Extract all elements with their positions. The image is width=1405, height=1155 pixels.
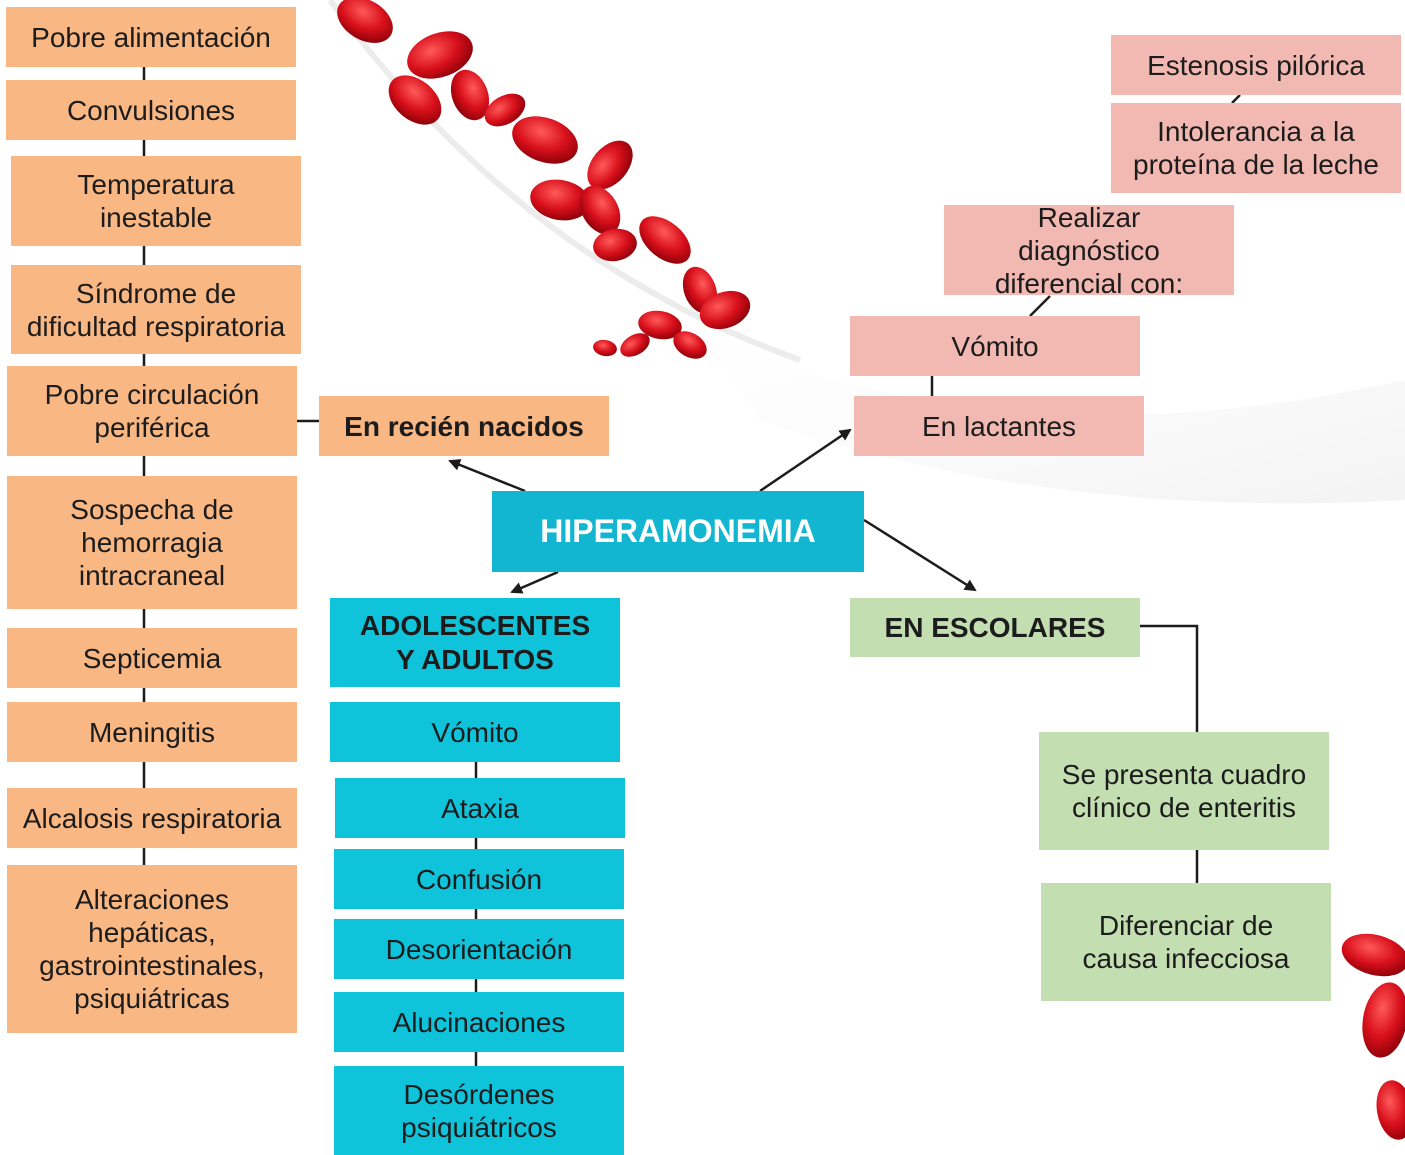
newborn-item-6: Sospecha de hemorragia intracraneal xyxy=(7,476,297,609)
adults-item-6: Desórdenes psiquiátricos xyxy=(334,1066,624,1155)
differential-item-label: Estenosis pilórica xyxy=(1147,49,1365,81)
adults-item-1: Vómito xyxy=(330,702,620,762)
newborn-item-label: Meningitis xyxy=(88,716,216,748)
newborn-item-label: Temperatura inestable xyxy=(77,169,235,233)
differential-item-2: Estenosis pilórica xyxy=(1111,35,1401,95)
adults-item-3: Confusión xyxy=(334,849,624,909)
school-title-label: EN ESCOLARES xyxy=(884,612,1106,643)
newborn-item-9: Alcalosis respiratoria xyxy=(7,788,297,848)
infants-symptom: Vómito xyxy=(850,316,1140,376)
adults-item-label: Desorientación xyxy=(385,933,573,965)
adults-item-label: Ataxia xyxy=(441,792,519,824)
center-node: HIPERAMONEMIA xyxy=(492,491,864,572)
school-item-label: Se presenta cuadro clínico de enteritis xyxy=(1061,759,1307,823)
school-item-label: Diferenciar de causa infecciosa xyxy=(1082,910,1290,974)
newborn-item-label: Pobre circulación periférica xyxy=(44,379,260,443)
differential-title: Realizar diagnóstico diferencial con: xyxy=(944,202,1234,299)
newborn-item-2: Convulsiones xyxy=(6,80,296,140)
school-item-2: Diferenciar de causa infecciosa xyxy=(1041,883,1331,1001)
infants-title-label: En lactantes xyxy=(921,410,1077,442)
school-item-1: Se presenta cuadro clínico de enteritis xyxy=(1039,732,1329,850)
newborn-item-label: Septicemia xyxy=(82,642,222,674)
adults-item-label: Alucinaciones xyxy=(392,1006,566,1038)
newborn-item-label: Alcalosis respiratoria xyxy=(22,802,282,834)
adults-item-4: Desorientación xyxy=(334,919,624,979)
newborn-item-10: Alteraciones hepáticas, gastrointestinal… xyxy=(7,865,297,1033)
differential-item-1: Intolerancia a la proteína de la leche xyxy=(1111,103,1401,193)
newborn-item-label: Pobre alimentación xyxy=(31,21,271,53)
newborn-item-1: Pobre alimentación xyxy=(6,7,296,67)
infants-title: En lactantes xyxy=(854,396,1144,456)
newborn-item-7: Septicemia xyxy=(7,628,297,688)
differential-title-label: Realizar diagnóstico diferencial con: xyxy=(994,201,1184,299)
school-title: EN ESCOLARES xyxy=(850,598,1140,657)
newborn-item-label: Sospecha de hemorragia intracraneal xyxy=(70,494,234,591)
newborn-item-label: Síndrome de dificultad respiratoria xyxy=(26,277,286,342)
adults-title: ADOLESCENTES Y ADULTOS xyxy=(330,598,620,687)
newborns-title-label: En recién nacidos xyxy=(344,410,584,442)
adults-item-label: Vómito xyxy=(431,716,519,748)
newborns-title: En recién nacidos xyxy=(319,396,609,456)
center-label: HIPERAMONEMIA xyxy=(540,513,816,549)
adults-item-label: Confusión xyxy=(415,863,543,895)
newborn-item-8: Meningitis xyxy=(7,702,297,762)
adults-title-label: ADOLESCENTES Y ADULTOS xyxy=(359,609,591,675)
newborn-item-label: Alteraciones hepáticas, gastrointestinal… xyxy=(39,884,265,1014)
newborn-item-3: Temperatura inestable xyxy=(11,156,301,246)
newborn-item-4: Síndrome de dificultad respiratoria xyxy=(11,265,301,354)
newborn-item-5: Pobre circulación periférica xyxy=(7,366,297,456)
infants-symptom-label: Vómito xyxy=(951,330,1039,362)
adults-item-label: Desórdenes psiquiátricos xyxy=(401,1078,557,1143)
differential-item-label: Intolerancia a la proteína de la leche xyxy=(1133,116,1379,180)
adults-item-2: Ataxia xyxy=(335,778,625,838)
newborn-item-label: Convulsiones xyxy=(66,94,236,126)
adults-item-5: Alucinaciones xyxy=(334,992,624,1052)
